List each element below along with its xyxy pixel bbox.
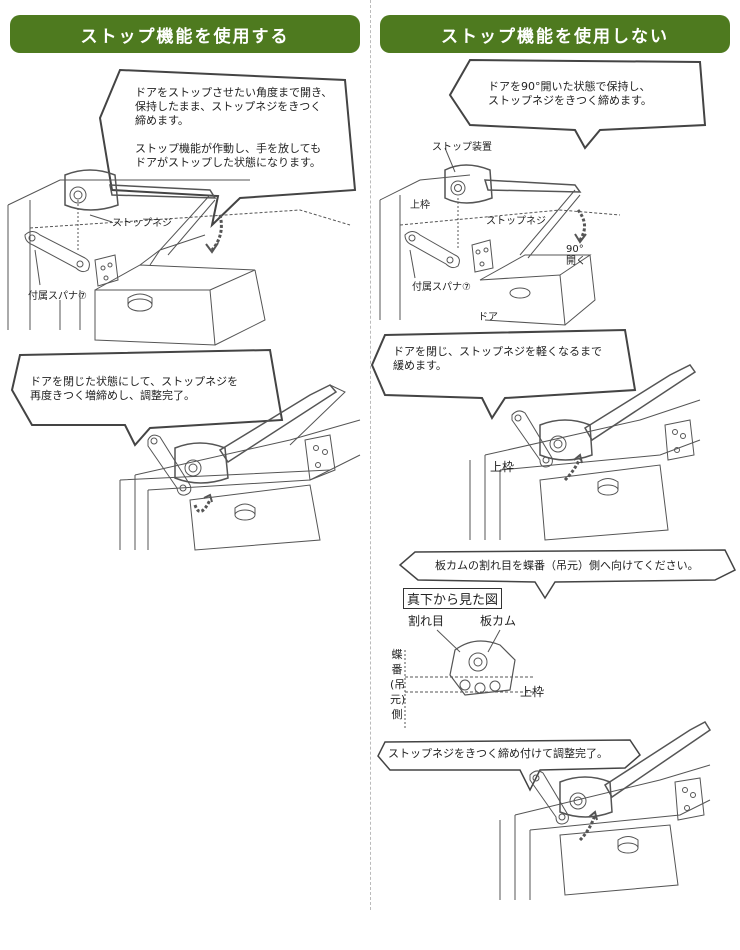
label-spanner-left: 付属スパナ⑦ [28, 291, 87, 302]
label-stop-screw-left: ストップネジ [112, 218, 172, 229]
label-bottom-view: 真下から見た図 [403, 588, 503, 609]
header-left-label: ストップ機能を使用する [80, 26, 290, 47]
label-hinge-side: 蝶 番 (吊 元) 側 [390, 648, 406, 721]
bubble-left-2-text: ドアを閉じた状態にして、ストップネジを 再度きつく増締めし、調整完了。 [30, 375, 239, 402]
speech-bubble-left-2 [10, 348, 284, 447]
label-stop-device: ストップ装置 [432, 142, 492, 153]
bubble-right-4-text: ストップネジをきつく締め付けて調整完了。 [388, 747, 608, 760]
label-spanner-right: 付属スパナ⑦ [412, 282, 471, 293]
speech-bubble-right-1 [448, 58, 707, 150]
bubble-right-3-text: 板カムの割れ目を蝶番（吊元）側へ向けてください。 [435, 559, 699, 572]
label-split: 割れ目 [408, 614, 445, 628]
label-door: ドア [478, 312, 498, 323]
label-cam-plate: 板カム [480, 614, 517, 628]
speech-bubble-right-3 [398, 549, 737, 600]
speech-bubble-right-4 [377, 739, 641, 792]
door-closer-illustration-right-3 [499, 721, 712, 900]
door-closer-illustration-right-2 [469, 364, 701, 541]
door-closer-illustration-right-1 [379, 147, 621, 326]
label-frame-right-2: 上枠 [490, 460, 515, 474]
header-use-stop: ストップ機能を使用する [10, 15, 360, 53]
column-divider [370, 0, 371, 910]
bubble-right-2-text: ドアを閉じ、ストップネジを軽くなるまで 緩めます。 [393, 345, 602, 372]
label-frame-right-1: 上枠 [410, 200, 430, 211]
header-no-stop: ストップ機能を使用しない [380, 15, 730, 53]
bubble-left-1-text: ドアをストップさせたい角度まで開き、 保持したまま、ストップネジをきつく 締めま… [135, 86, 333, 169]
door-closer-illustration-left-2 [119, 384, 361, 551]
door-closer-illustration-left-1 [7, 169, 351, 346]
bubble-right-1-text: ドアを90°開いた状態で保持し、 ストップネジをきつく締めます。 [488, 80, 652, 107]
cam-bottom-view-illustration [404, 629, 535, 730]
speech-bubble-right-2 [370, 328, 637, 421]
label-angle-90: 90° 開く [566, 244, 586, 267]
speech-bubble-left-1 [98, 68, 357, 228]
label-stop-screw-right: ストップネジ [486, 216, 546, 227]
header-right-label: ストップ機能を使用しない [441, 26, 669, 47]
label-frame-right-3: 上枠 [520, 685, 545, 699]
